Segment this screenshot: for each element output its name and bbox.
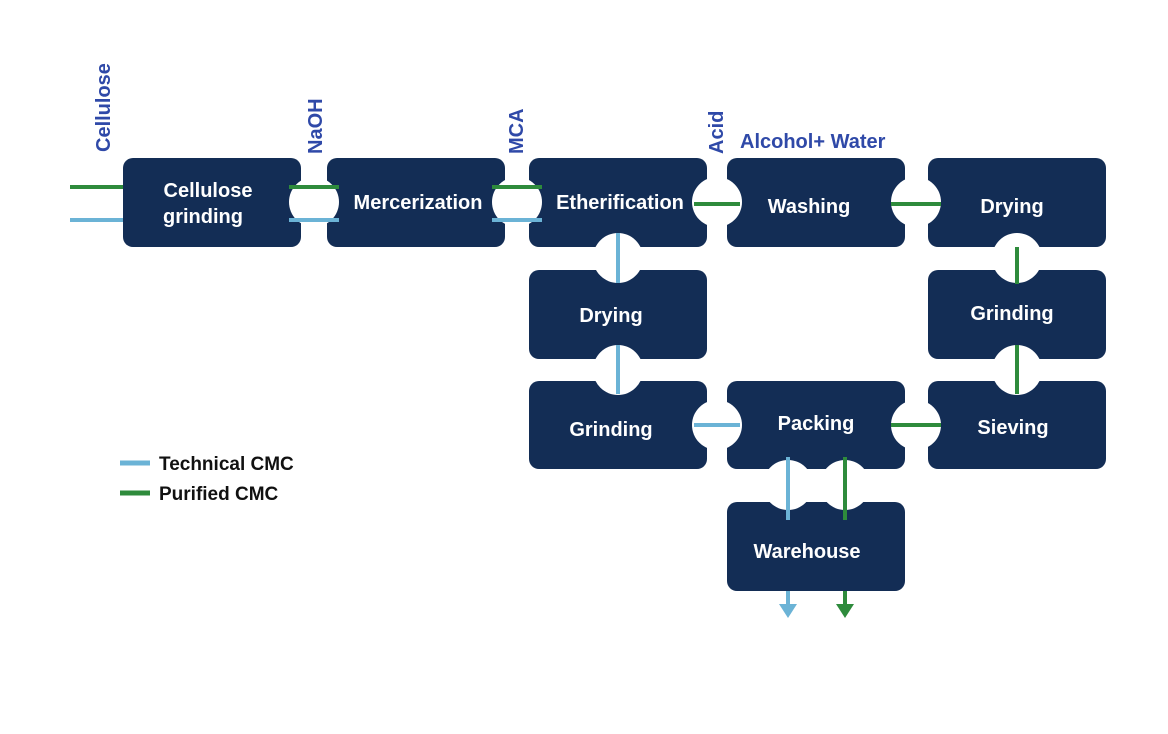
box-etherification (529, 158, 707, 247)
box-drying-purified (928, 158, 1106, 247)
purified-arrowhead (836, 604, 854, 618)
label-grinding-purified: Grinding (970, 303, 1053, 325)
label-cellulose-grinding-line2: grinding (163, 206, 243, 228)
input-label-mca: MCA (506, 108, 528, 154)
label-drying-purified: Drying (980, 196, 1043, 218)
legend-label-technical: Technical CMC (159, 454, 294, 475)
label-cellulose-grinding-line1: Cellulose (164, 180, 253, 202)
label-washing: Washing (768, 196, 851, 218)
box-grinding-purified (928, 270, 1106, 359)
label-etherification: Etherification (556, 192, 684, 214)
legend-label-purified: Purified CMC (159, 484, 279, 505)
label-mercerization: Mercerization (354, 192, 483, 214)
label-grinding-technical: Grinding (569, 419, 652, 441)
box-packing (727, 381, 905, 469)
technical-flow-lines (70, 218, 790, 606)
box-washing (727, 158, 905, 247)
legend: Technical CMC Purified CMC (120, 454, 294, 505)
box-warehouse (727, 502, 905, 591)
input-label-alcohol-water: Alcohol+ Water (740, 131, 886, 153)
box-sieving (928, 381, 1106, 469)
label-drying-technical: Drying (579, 305, 642, 327)
input-label-naoh: NaOH (305, 98, 327, 154)
input-label-acid: Acid (706, 111, 728, 154)
label-sieving: Sieving (977, 417, 1048, 439)
technical-arrowhead (779, 604, 797, 618)
box-drying-technical (529, 270, 707, 359)
input-label-cellulose: Cellulose (93, 63, 115, 152)
label-warehouse: Warehouse (753, 541, 860, 563)
purified-flow-lines (70, 185, 1019, 606)
box-grinding-technical (529, 381, 707, 469)
box-mercerization (327, 158, 505, 247)
label-packing: Packing (778, 413, 855, 435)
box-cellulose-grinding (123, 158, 301, 247)
